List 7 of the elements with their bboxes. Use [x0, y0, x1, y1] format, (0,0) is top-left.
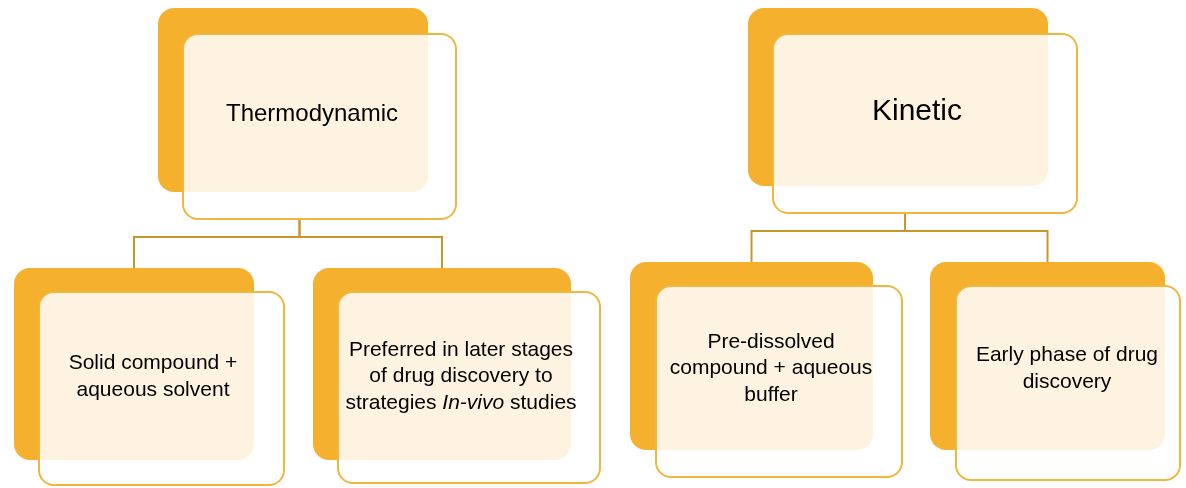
connector-line — [298, 219, 443, 269]
node-text: Thermodynamic — [225, 97, 399, 128]
node-text: Preferred in later stages of drug discovery to strategies In-vivo studies — [345, 336, 577, 415]
node-text: Pre-dissolved compound + aqueous buffer — [668, 328, 874, 407]
node-text: Early phase of drug discovery — [974, 341, 1160, 394]
node-text: Solid compound + aqueous solvent — [67, 349, 239, 402]
node-text: Kinetic — [871, 91, 962, 128]
